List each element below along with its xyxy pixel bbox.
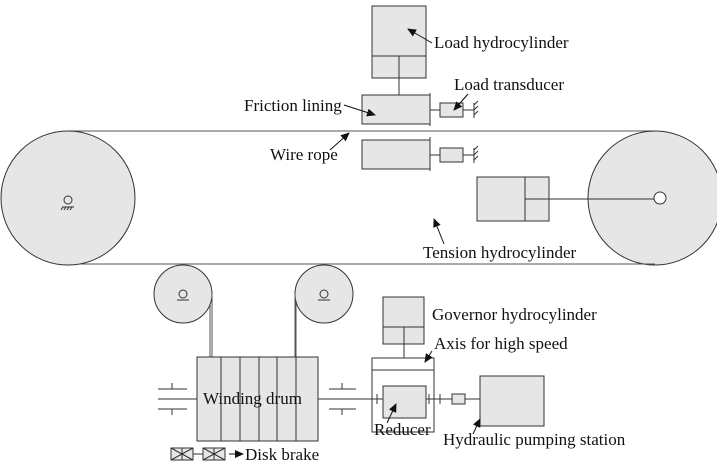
friction-lining-upper — [361, 93, 479, 126]
label-tension-hydrocylinder: Tension hydrocylinder — [423, 243, 577, 262]
right-sheave-axle — [653, 191, 667, 205]
left-sheave-pivot-icon — [60, 195, 74, 211]
label-load-transducer: Load transducer — [454, 75, 564, 94]
label-governor-hydrocylinder: Governor hydrocylinder — [432, 305, 597, 324]
right-main-sheave — [587, 130, 717, 266]
left-main-sheave — [0, 130, 136, 266]
label-axis-high-speed: Axis for high speed — [434, 334, 568, 353]
label-reducer: Reducer — [374, 420, 431, 439]
tension-hydrocylinder — [476, 176, 654, 222]
label-winding-drum: Winding drum — [203, 389, 302, 408]
leader-arrows — [229, 28, 481, 458]
left-pulley-pivot-icon — [177, 289, 189, 301]
right-pulley-pivot-icon — [318, 289, 330, 301]
hydraulic-pumping-station — [451, 375, 545, 427]
right-guide-pulley — [294, 264, 354, 324]
rope-pulley-segments — [211, 263, 655, 357]
disk-brake-icon — [170, 447, 226, 461]
friction-lining-lower — [361, 137, 479, 171]
load-hydrocylinder — [371, 5, 427, 95]
label-friction-lining: Friction lining — [244, 96, 342, 115]
label-wire-rope: Wire rope — [270, 145, 338, 164]
governor-hydrocylinder — [382, 296, 425, 358]
load-transducer-box — [439, 102, 464, 118]
left-guide-pulley — [153, 264, 213, 324]
label-hydraulic-pumping-station: Hydraulic pumping station — [443, 430, 626, 449]
label-load-hydrocylinder: Load hydrocylinder — [434, 33, 569, 52]
winding-drum — [158, 356, 372, 442]
label-disk-brake: Disk brake — [245, 445, 319, 464]
